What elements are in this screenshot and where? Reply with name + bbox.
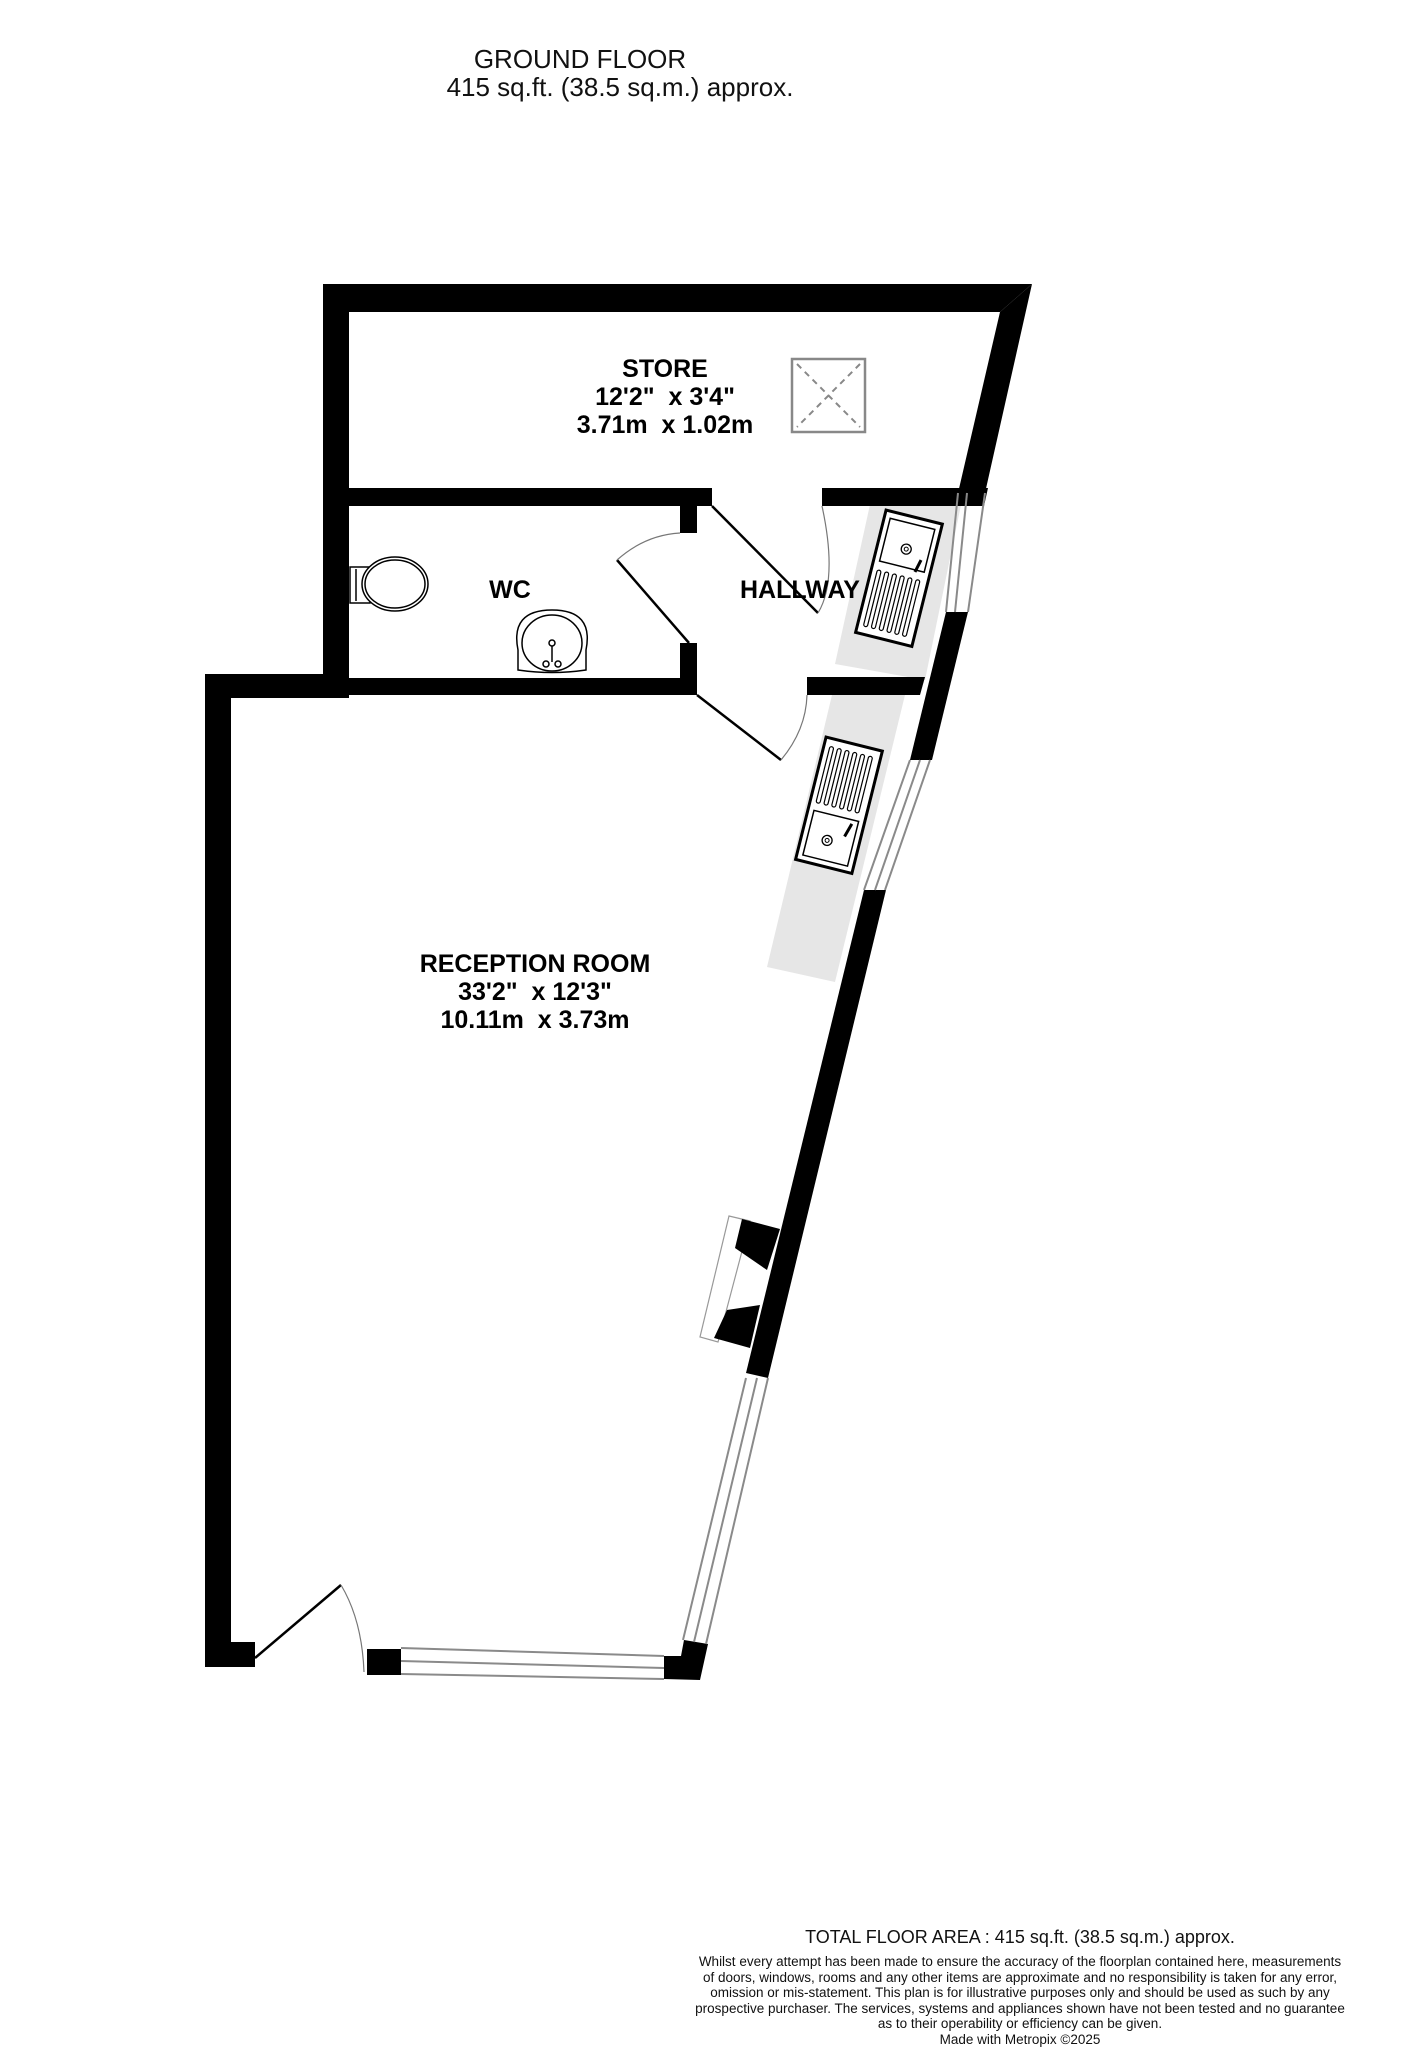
wash-basin-icon: [516, 609, 588, 674]
plan-footer: TOTAL FLOOR AREA : 415 sq.ft. (38.5 sq.m…: [660, 1926, 1380, 2047]
disclaimer-line: of doors, windows, rooms and any other i…: [702, 1969, 1338, 1985]
wall-right-middle: [746, 890, 886, 1378]
total-floor-area: TOTAL FLOOR AREA : 415 sq.ft. (38.5 sq.m…: [805, 1927, 1235, 1947]
skylight-icon: [790, 357, 867, 434]
wall-bottom-window-left: [367, 1649, 401, 1675]
door-swing-icon: [616, 532, 690, 644]
room-dims-imperial: 33'2" x 12'3": [458, 978, 612, 1006]
wall-reception-left: [205, 674, 231, 1667]
room-label-wc: WC: [470, 576, 550, 604]
wall-reception-top-left: [205, 674, 349, 698]
door-swing-icon: [711, 505, 830, 614]
room-name: STORE: [622, 355, 708, 383]
disclaimer-line: omission or mis-statement. This plan is …: [710, 1985, 1330, 2000]
wall-store-left: [323, 284, 349, 698]
toilet-icon: [349, 556, 429, 612]
room-name: WC: [489, 576, 531, 604]
door-swing-icon: [254, 1584, 365, 1673]
window-icon: [863, 492, 986, 891]
room-name: RECEPTION ROOM: [419, 950, 651, 978]
room-dims-metric: 3.71m x 1.02m: [576, 411, 754, 439]
sink-drainer-icon: [853, 508, 945, 649]
wall-bottom-right-corner: [664, 1640, 708, 1680]
disclaimer-line: as to their operability or efficiency ca…: [877, 2016, 1163, 2031]
window-icon: [400, 1377, 769, 1680]
room-dims-metric: 10.11m x 3.73m: [440, 1006, 630, 1034]
wall-right-between-windows: [910, 612, 968, 760]
sink-drainer-icon: [793, 735, 885, 876]
room-label-store: STORE 12'2" x 3'4" 3.71m x 1.02m: [540, 355, 790, 439]
room-label-reception-room: RECEPTION ROOM 33'2" x 12'3" 10.11m x 3.…: [390, 950, 680, 1034]
room-label-hallway: HALLWAY: [740, 576, 880, 604]
wall-wc-right-upper: [680, 496, 697, 533]
door-swing-icon: [696, 694, 808, 761]
wall-right-upper: [958, 284, 1032, 493]
room-name: HALLWAY: [740, 576, 860, 604]
wall-store-hall-right: [822, 488, 988, 506]
floor-name: GROUND FLOOR: [473, 44, 687, 74]
wall-wc-bottom: [349, 678, 697, 695]
wall-hall-reception-right: [807, 677, 925, 695]
disclaimer: Whilst every attempt has been made to en…: [660, 1954, 1380, 2047]
wall-store-top: [323, 284, 1032, 312]
credit: Made with Metropix ©2025: [939, 2031, 1101, 2047]
fireplace-icon: [699, 1215, 780, 1348]
disclaimer-line: prospective purchaser. The services, sys…: [695, 2000, 1345, 2016]
room-dims-imperial: 12'2" x 3'4": [595, 383, 735, 411]
disclaimer-line: Whilst every attempt has been made to en…: [698, 1954, 1342, 1969]
wall-bottom-left-stub: [205, 1642, 255, 1667]
floor-area: 415 sq.ft. (38.5 sq.m.) approx.: [446, 72, 794, 102]
wall-store-wc: [349, 488, 712, 506]
